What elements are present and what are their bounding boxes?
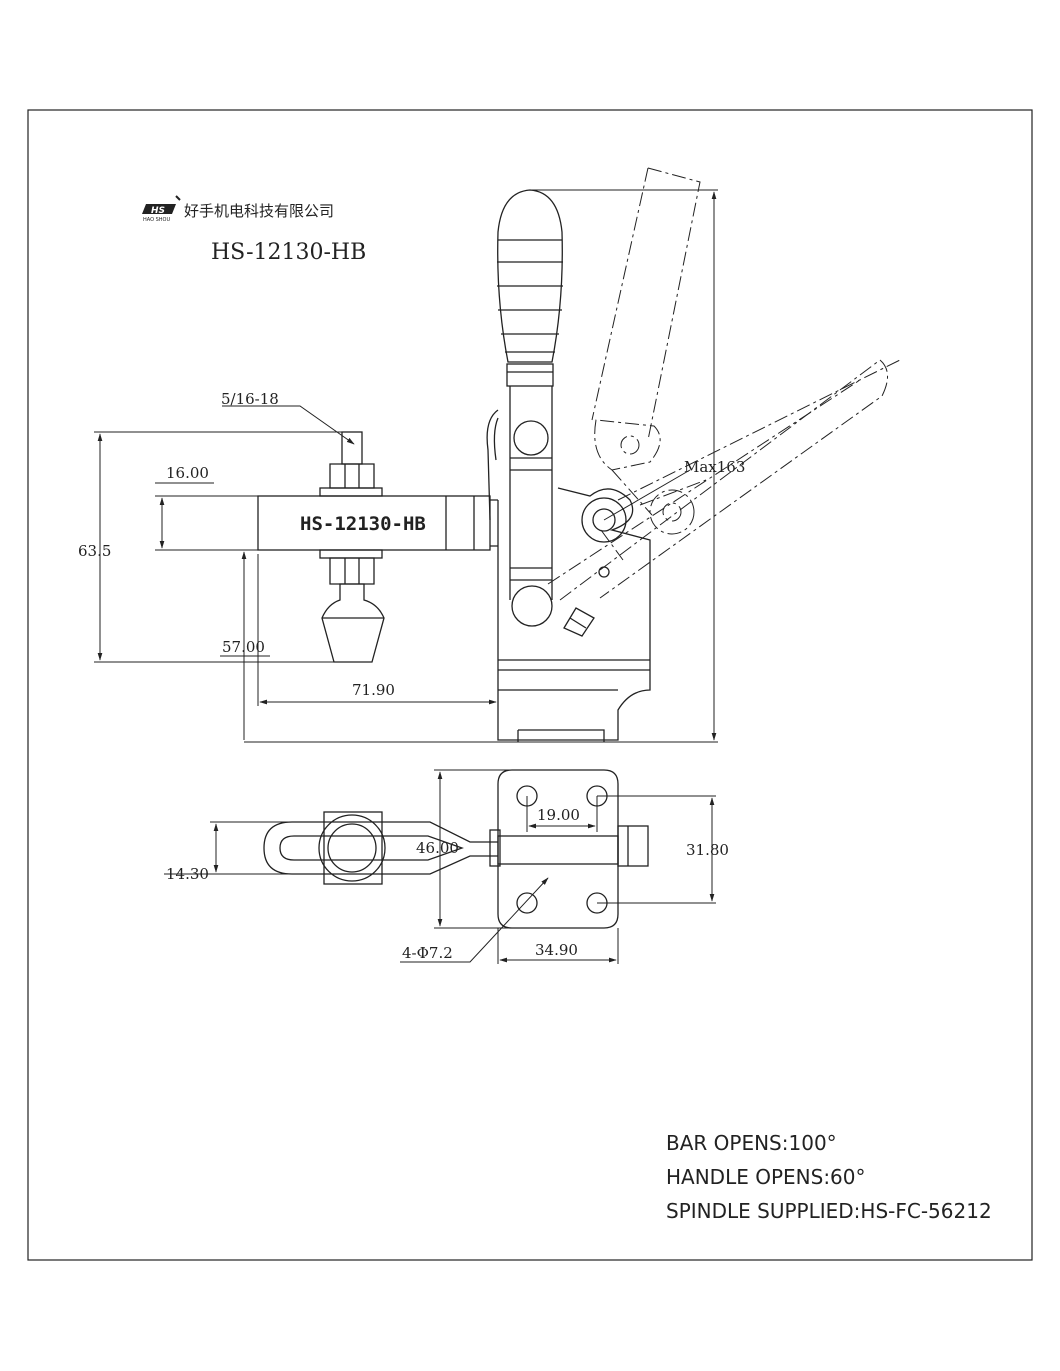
base-plate: [497, 769, 649, 929]
clamp-body: [497, 487, 651, 742]
mount-hole-bl: [516, 892, 538, 914]
reach-label: 71.90: [352, 681, 395, 699]
spindle-height-label: 57.00: [222, 638, 265, 656]
handle-grip: [497, 189, 563, 387]
company-logo: HS HAO SHOU: [142, 195, 181, 223]
hole-diameter-label: 4-Φ7.2: [402, 944, 453, 962]
note-bar-opens: BAR OPENS:100°: [666, 1131, 837, 1155]
company-name: 好手机电科技有限公司: [184, 202, 334, 220]
sheet-border: [27, 109, 1033, 1261]
slot-width-label: 14.30: [166, 865, 209, 883]
phantom-handle-open: [547, 167, 901, 601]
dim-hole-spacing-x: [526, 796, 598, 832]
dim-thread-leader: [222, 405, 355, 445]
handle-lever: [486, 386, 553, 627]
dim-base-width: [434, 769, 512, 929]
spec-notes: BAR OPENS:100° HANDLE OPENS:60° SPINDLE …: [666, 1131, 992, 1223]
dim-hole-spacing-y: [597, 795, 716, 904]
base-length-label: 34.90: [535, 941, 578, 959]
dim-reach: [257, 554, 497, 706]
hole-spacing-y-label: 31.80: [686, 841, 729, 859]
top-arm: [263, 811, 501, 885]
thread-label: 5/16-18: [221, 390, 279, 408]
top-view: [164, 769, 716, 964]
dim-bar-thickness: [155, 482, 258, 551]
max-height-label: Max163: [684, 458, 745, 476]
model-number: HS-12130-HB: [211, 240, 366, 265]
side-view: [94, 167, 901, 743]
logo-mark: HS: [151, 206, 165, 216]
bar-thickness-label: 16.00: [166, 464, 209, 482]
dim-total-height: [94, 431, 360, 663]
dim-slot-width: [164, 821, 292, 875]
spindle-assembly: [319, 431, 385, 663]
bar-engraving: HS-12130-HB: [300, 513, 426, 535]
note-handle-opens: HANDLE OPENS:60°: [666, 1165, 866, 1189]
logo-subtext: HAO SHOU: [143, 217, 170, 223]
dim-spindle-height: [220, 551, 270, 740]
total-height-label: 63.5: [78, 542, 111, 560]
dim-max-height: [530, 189, 718, 741]
note-spindle: SPINDLE SUPPLIED:HS-FC-56212: [666, 1199, 992, 1223]
dim-base-length: [497, 928, 619, 964]
dim-hole-diameter: [400, 877, 549, 963]
base-width-label: 46.00: [416, 839, 459, 857]
hole-spacing-x-label: 19.00: [537, 806, 580, 824]
